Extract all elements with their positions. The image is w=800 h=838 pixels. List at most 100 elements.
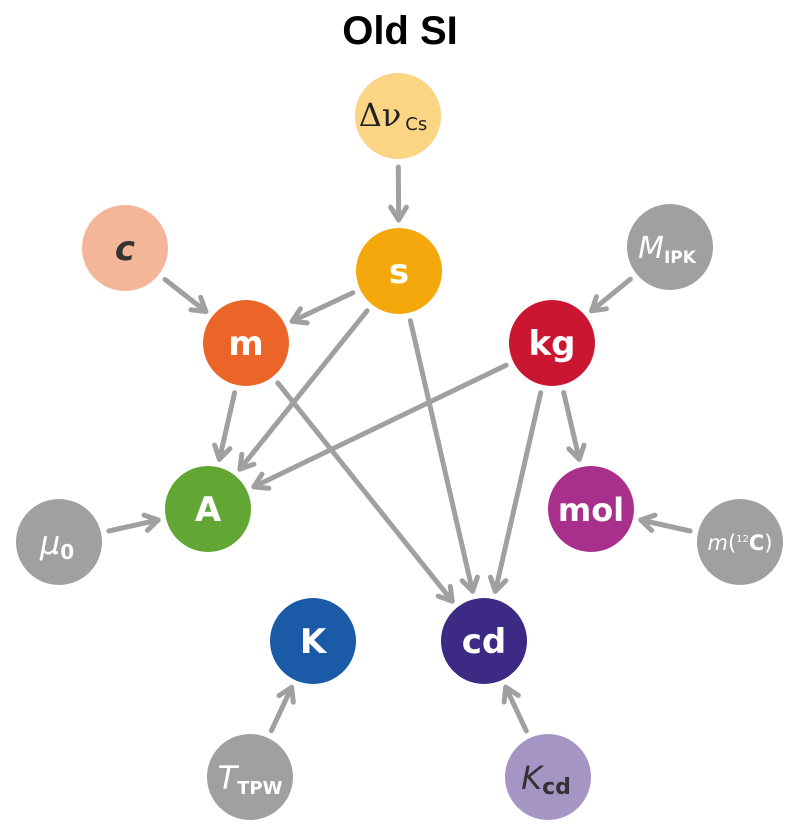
arrow-shaft [268,684,295,734]
node-delta-nu-cs-main: Δν [359,96,402,134]
arrow-s-to-cd [407,318,480,594]
node-c: c [82,205,168,291]
arrow-shaft [106,517,161,534]
arrow-shaft [237,308,370,472]
arrow-shaft [275,380,455,604]
node-m-12c-element: C [749,531,764,555]
arrow-delta_nu_cs-to-s [388,164,409,223]
node-t-tpw: TTPW [207,734,293,820]
arrow-T_TPW-to-K [268,684,296,734]
arrow-head [501,684,521,705]
arrow-kg-to-mol [561,390,587,462]
node-k-cd-sub: cd [542,775,571,800]
svg-text:Kcd: Kcd [521,759,571,800]
node-s-label: s [389,252,409,292]
arrow-kg-to-cd [488,390,544,594]
node-m-12c-open: ( [728,531,736,555]
arrow-shaft [638,517,693,534]
arrow-M_IPK-to-kg [589,276,633,314]
node-kg-circle [509,300,595,386]
arrow-m-to-cd [275,380,455,604]
arrow-shaft [589,276,633,314]
svg-text:MIPK: MIPK [638,231,697,268]
arrow-K_cd-to-cd [501,684,529,734]
node-m-12c-main: m [707,531,727,555]
node-m-12c-circle [697,499,783,585]
arrow-shaft [503,684,529,734]
node-kg: kg [509,300,595,386]
node-kg-label: kg [529,324,576,364]
node-k-cd: Kcd [505,734,591,820]
arrow-mu_0-to-A [106,512,161,534]
svg-text:μ0: μ0 [39,524,74,564]
arrow-m-to-A [212,390,238,462]
arrow-s-to-m [289,290,356,326]
node-a: A [165,466,251,552]
node-c-circle [82,205,168,291]
arrow-m_12C-to-mol [638,512,693,534]
edges-layer [106,164,693,734]
arrow-s-to-A [237,308,370,472]
arrow-head [141,512,161,533]
node-mol-label: mol [558,491,624,529]
node-m-label: m [228,324,263,364]
arrow-shaft [561,390,582,462]
svg-text:TTPW: TTPW [218,759,283,799]
node-k-cd-circle [505,734,591,820]
diagram-title: Old SI [342,9,458,53]
node-delta-nu-cs-circle [355,73,441,159]
node-a-label: A [195,490,222,530]
node-mol-circle [548,466,634,552]
node-t-tpw-sub: TPW [237,778,282,799]
arrow-shaft [251,362,509,490]
node-mu-0: μ0 [16,499,102,585]
node-m-12c-close: ) [764,531,772,555]
node-m-ipk-circle [627,204,713,290]
arrow-head [388,204,409,223]
node-cd: cd [441,598,527,684]
arrow-head [251,471,272,491]
arrow-shaft [162,277,209,314]
node-s: s [356,228,442,314]
node-k: K [270,598,356,684]
arrow-head [212,442,233,462]
node-t-tpw-circle [207,734,293,820]
arrow-head [459,574,480,594]
arrow-shaft [492,390,544,594]
node-m-12c: m(12C) [697,499,783,585]
arrow-head [289,306,310,326]
arrow-head [566,442,587,462]
node-t-tpw-main: T [218,759,240,797]
arrow-head [435,583,455,604]
node-mu-0-main: μ [39,524,60,562]
node-s-circle [356,228,442,314]
node-mol: mol [548,466,634,552]
node-c-label: c [115,229,135,269]
node-a-circle [165,466,251,552]
node-mu-0-circle [16,499,102,585]
node-m-ipk-main: M [638,231,664,266]
node-k-circle [270,598,356,684]
node-m: m [203,300,289,386]
arrow-head [188,294,209,314]
node-cd-label: cd [462,622,507,662]
node-k-cd-main: K [521,759,545,797]
svg-text:m(12C): m(12C) [707,531,772,555]
arrow-kg-to-A [251,362,509,491]
node-delta-nu-cs-sub: Cs [405,114,427,135]
node-m-ipk-sub: IPK [664,248,697,268]
node-k-label: K [300,622,328,662]
arrow-shaft [216,390,238,462]
arrow-head [638,512,658,533]
arrow-head [589,294,609,314]
arrow-head [488,574,509,594]
node-m-ipk: MIPK [627,204,713,290]
arrow-head [276,684,296,705]
node-cd-circle [441,598,527,684]
arrow-shaft [407,318,476,594]
node-m-12c-sup: 12 [736,534,749,545]
